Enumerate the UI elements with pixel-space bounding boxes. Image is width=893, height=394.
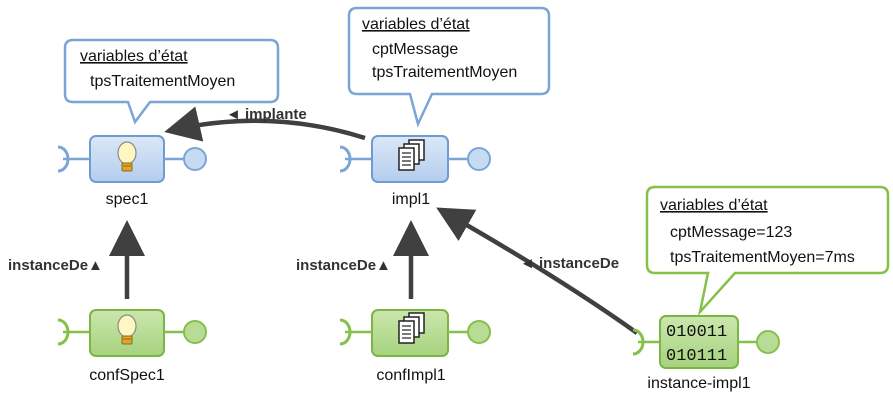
bubble-title: variables d’état (80, 48, 188, 65)
lightbulb-icon (117, 314, 137, 345)
instanceDe-instance-label: ◄ instanceDe (520, 255, 619, 272)
component-impl1[interactable]: impl1 (339, 135, 491, 208)
component-label: confSpec1 (89, 367, 165, 384)
state-variables-bubble-impl1: variables d’état cptMessage tpsTraitemen… (347, 6, 551, 128)
instanceDe-instance-arrow (436, 207, 639, 335)
component-label: instance-impl1 (647, 375, 750, 392)
bubble-line: cptMessage (372, 41, 458, 58)
bubble-title: variables d’état (660, 197, 768, 214)
component-spec1[interactable]: spec1 (57, 135, 207, 208)
binary-line: 010011 (666, 323, 727, 342)
component-label: impl1 (392, 191, 430, 208)
bubble-title: variables d’état (362, 16, 470, 33)
component-confImpl1[interactable]: confImpl1 (339, 309, 491, 384)
instanceDe-spec-label: instanceDe▲ (8, 257, 103, 274)
bubble-line: tpsTraitementMoyen (90, 73, 235, 90)
lightbulb-icon (117, 141, 137, 172)
state-variables-bubble-spec1: variables d’état tpsTraitementMoyen (63, 38, 280, 125)
state-variables-bubble-instance-impl1: variables d’état cptMessage=123 tpsTrait… (645, 185, 890, 317)
bubble-line: tpsTraitementMoyen (372, 64, 517, 81)
bubble-line: tpsTraitementMoyen=7ms (670, 249, 855, 266)
binary-line: 010111 (666, 347, 727, 366)
component-instance-impl1[interactable]: 010011 010111 instance-impl1 (632, 315, 780, 392)
instanceDe-impl-label: instanceDe▲ (296, 257, 391, 274)
component-label: confImpl1 (376, 367, 445, 384)
bubble-line: cptMessage=123 (670, 224, 792, 241)
component-confSpec1[interactable]: confSpec1 (57, 309, 207, 384)
implante-label: ◄ implante (226, 106, 307, 123)
implante-arrow (164, 106, 366, 142)
component-label: spec1 (106, 191, 149, 208)
documents-icon (398, 139, 425, 171)
documents-icon (398, 312, 425, 344)
